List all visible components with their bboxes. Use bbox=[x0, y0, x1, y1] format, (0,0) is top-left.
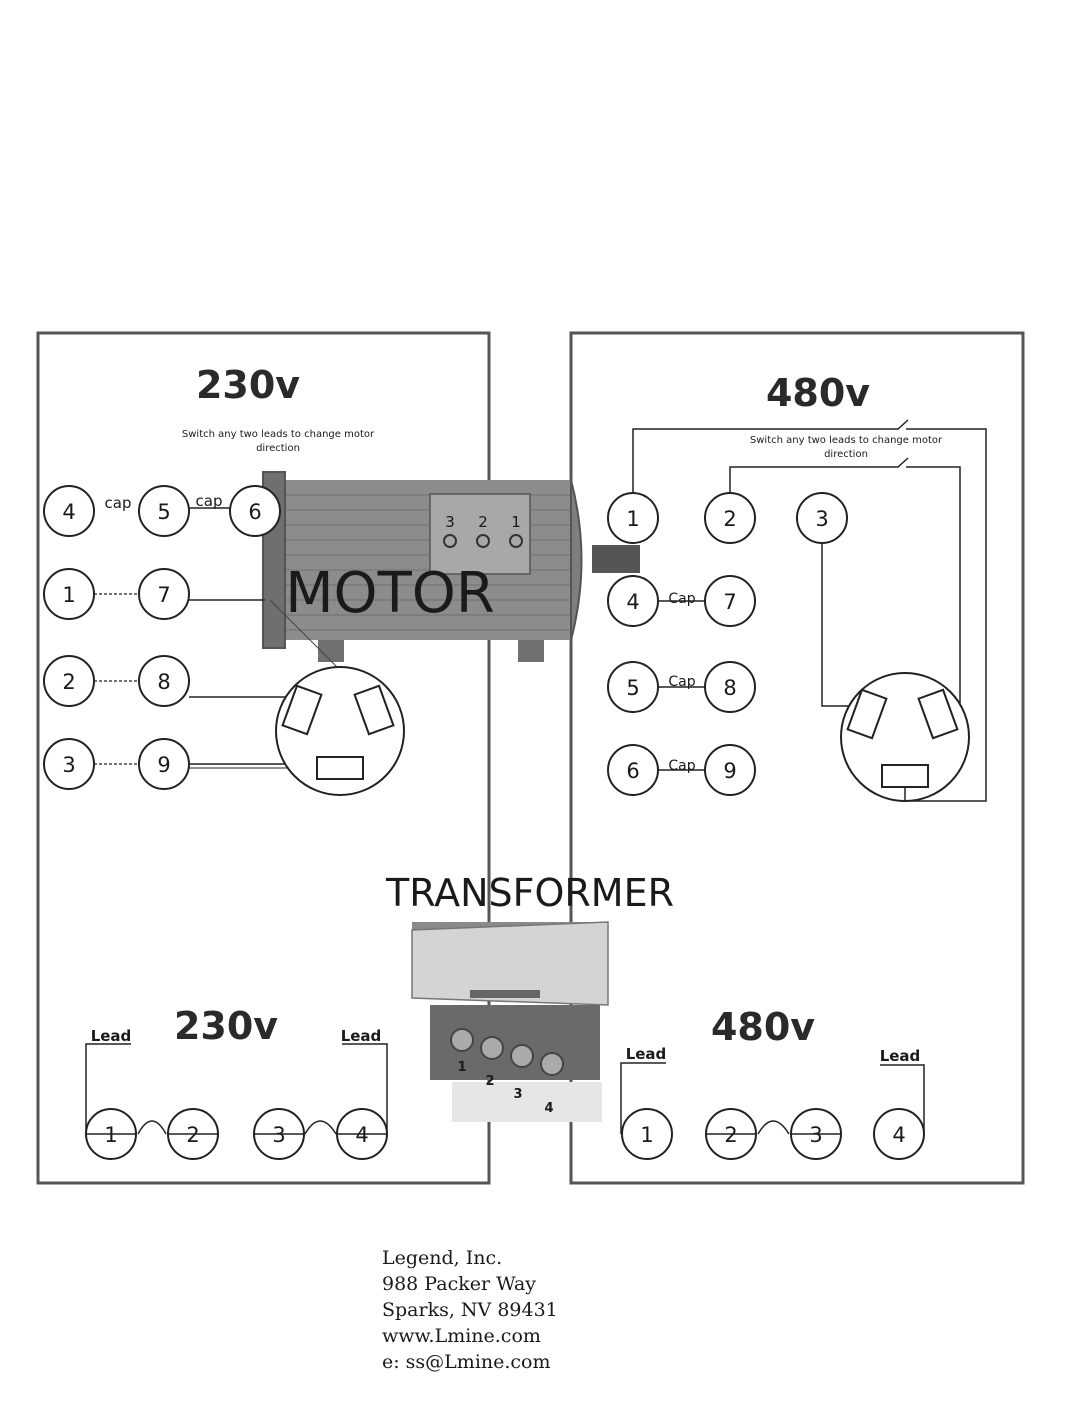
motor-terminal-2 bbox=[476, 534, 490, 548]
panel-480-title: 480v bbox=[766, 371, 870, 415]
motor-label: MOTOR bbox=[285, 561, 495, 626]
panel-230-frame bbox=[36, 331, 491, 1185]
transformer-terminal-label: 1 bbox=[457, 1060, 466, 1075]
motor-terminal-label: 3 bbox=[445, 513, 455, 531]
motor-end-cap bbox=[570, 479, 583, 641]
lead-230-3 bbox=[43, 738, 95, 790]
panel-230-note: direction bbox=[256, 443, 300, 454]
panel-480-note: Switch any two leads to change motor bbox=[750, 435, 943, 446]
motor-foot-right bbox=[518, 640, 544, 662]
lead-number: 8 bbox=[723, 676, 736, 700]
transformer-terminal-label: 2 bbox=[485, 1074, 494, 1089]
lead-230-4 bbox=[43, 485, 95, 537]
transformer-480-terminal-1 bbox=[621, 1108, 673, 1160]
transformer-230-title: 230v bbox=[174, 1004, 278, 1048]
lead-label: Lead bbox=[91, 1027, 132, 1045]
lead-label: Lead bbox=[626, 1045, 667, 1063]
cap-label: Cap bbox=[668, 591, 695, 607]
motor-foot-left bbox=[318, 640, 344, 662]
cap-label: Cap bbox=[668, 674, 695, 690]
lead-number: 4 bbox=[626, 590, 639, 614]
lead-230-1 bbox=[43, 568, 95, 620]
company-street: 988 Packer Way bbox=[382, 1273, 537, 1295]
terminal-number: 3 bbox=[809, 1123, 822, 1147]
transformer-label: TRANSFORMER bbox=[385, 871, 674, 915]
lead-480-1 bbox=[607, 492, 659, 544]
lead-number: 6 bbox=[626, 759, 639, 783]
lead-number: 4 bbox=[62, 500, 75, 524]
transformer-terminal-label: 4 bbox=[544, 1101, 553, 1116]
lead-label: Lead bbox=[341, 1027, 382, 1045]
lead-number: 8 bbox=[157, 670, 170, 694]
lead-number: 5 bbox=[157, 500, 170, 524]
panel-480-note: direction bbox=[824, 449, 868, 460]
lead-number: 2 bbox=[62, 670, 75, 694]
lead-480-9 bbox=[704, 744, 756, 796]
lead-number: 7 bbox=[157, 583, 170, 607]
motor-terminal-label: 2 bbox=[478, 513, 488, 531]
cap-label: cap bbox=[105, 494, 132, 512]
receptacle-480 bbox=[840, 672, 970, 802]
lead-number: 9 bbox=[723, 759, 736, 783]
lead-480-7 bbox=[704, 575, 756, 627]
transformer-terminal-label: 3 bbox=[513, 1087, 522, 1102]
lead-label: Lead bbox=[880, 1047, 921, 1065]
cap-label: Cap bbox=[668, 758, 695, 774]
lead-480-5 bbox=[607, 661, 659, 713]
lead-230-5 bbox=[138, 485, 190, 537]
lead-480-8 bbox=[704, 661, 756, 713]
lead-number: 1 bbox=[626, 507, 639, 531]
transformer-480-title: 480v bbox=[711, 1005, 815, 1049]
lead-number: 3 bbox=[815, 507, 828, 531]
panel-480-frame bbox=[569, 331, 1025, 1185]
lead-number: 3 bbox=[62, 753, 75, 777]
panel-230-title: 230v bbox=[196, 363, 300, 407]
company-city: Sparks, NV 89431 bbox=[382, 1299, 558, 1321]
lead-230-8 bbox=[138, 655, 190, 707]
terminal-number: 3 bbox=[272, 1123, 285, 1147]
motor-terminal-3 bbox=[443, 534, 457, 548]
lead-480-3 bbox=[796, 492, 848, 544]
lead-number: 5 bbox=[626, 676, 639, 700]
motor-terminal-1 bbox=[509, 534, 523, 548]
company-legend: Legend, Inc. 988 Packer Way Sparks, NV 8… bbox=[382, 1245, 558, 1375]
transformer-480-terminal-4 bbox=[873, 1108, 925, 1160]
terminal-number: 1 bbox=[104, 1123, 117, 1147]
motor-terminal-box bbox=[429, 493, 531, 575]
lead-number: 9 bbox=[157, 753, 170, 777]
motor-shaft bbox=[592, 545, 640, 573]
terminal-number: 2 bbox=[186, 1123, 199, 1147]
terminal-number: 1 bbox=[640, 1123, 653, 1147]
lead-230-9 bbox=[138, 738, 190, 790]
lead-230-7 bbox=[138, 568, 190, 620]
company-website: www.Lmine.com bbox=[382, 1325, 541, 1347]
company-email: e: ss@Lmine.com bbox=[382, 1351, 551, 1373]
panel-230-note: Switch any two leads to change motor bbox=[182, 429, 375, 440]
lead-480-2 bbox=[704, 492, 756, 544]
motor-illustration: 3 2 1 MOTOR bbox=[262, 471, 640, 662]
lead-230-2 bbox=[43, 655, 95, 707]
terminal-number: 4 bbox=[355, 1123, 368, 1147]
lead-number: 6 bbox=[248, 500, 261, 524]
transformer-illustration: 1 2 3 4 bbox=[411, 921, 609, 1122]
lead-number: 2 bbox=[723, 507, 736, 531]
lead-number: 7 bbox=[723, 590, 736, 614]
lead-480-4 bbox=[607, 575, 659, 627]
terminal-number: 2 bbox=[724, 1123, 737, 1147]
cap-label: cap bbox=[196, 492, 223, 510]
company-name: Legend, Inc. bbox=[382, 1247, 503, 1269]
lead-480-6 bbox=[607, 744, 659, 796]
lead-number: 1 bbox=[62, 583, 75, 607]
lead-230-6 bbox=[229, 485, 281, 537]
motor-terminal-label: 1 bbox=[511, 513, 521, 531]
receptacle-230 bbox=[275, 666, 405, 796]
terminal-number: 4 bbox=[892, 1123, 905, 1147]
